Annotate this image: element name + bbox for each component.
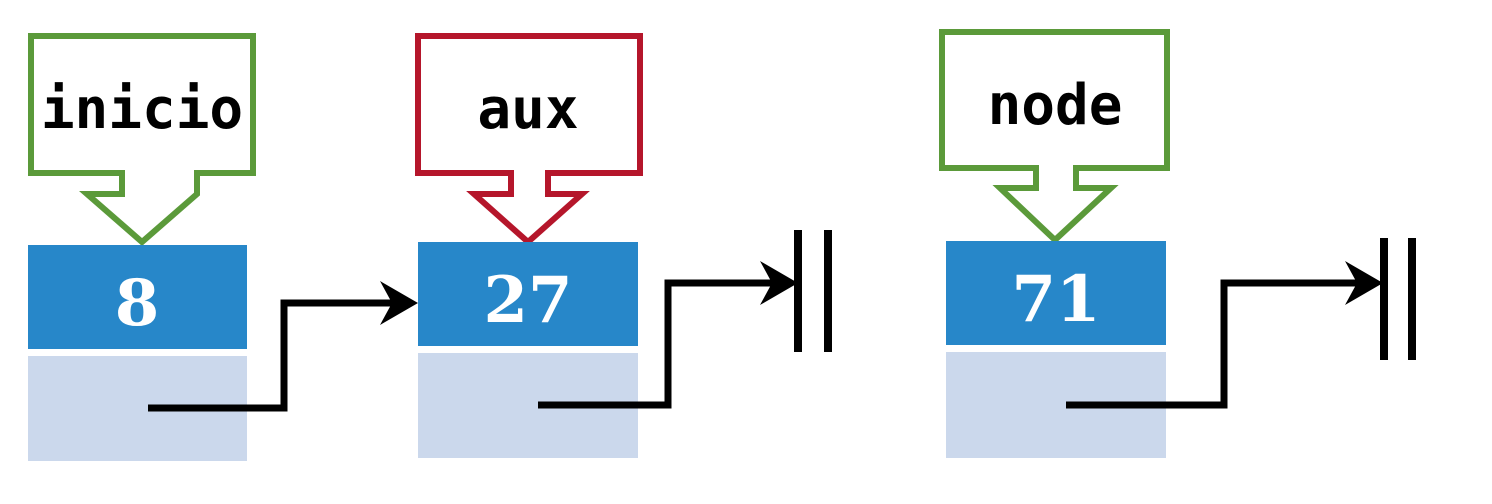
node-value: 71: [1011, 262, 1100, 337]
list-node-3: 71: [946, 241, 1166, 458]
link-arrow-node-3-to-null: [1066, 261, 1383, 409]
node-value: 8: [115, 266, 160, 341]
node-value-cell: [946, 241, 1166, 345]
list-node-1: 8: [28, 245, 247, 461]
pointer-callout-aux: [415, 33, 643, 247]
list-node-2: 27: [418, 242, 638, 458]
pointer-callout-inicio: [28, 33, 256, 246]
pointer-label-aux: aux: [477, 77, 578, 142]
pointer-aux: aux: [415, 33, 643, 247]
node-value: 27: [483, 263, 572, 338]
pointer-inicio: inicio: [28, 33, 256, 246]
pointer-node: node: [939, 29, 1170, 245]
node-value-cell: [418, 242, 638, 346]
null-terminator-icon: [794, 230, 832, 352]
arrowhead-icon: [760, 261, 798, 305]
null-terminator-icon: [1380, 238, 1416, 360]
node-value-cell: [28, 245, 247, 349]
pointer-label-inicio: inicio: [41, 77, 243, 142]
link-arrow-node-1-to-node-2: [148, 281, 418, 412]
arrowhead-icon: [380, 281, 418, 325]
link-arrow-node-2-to-null: [538, 261, 798, 409]
pointer-label-node: node: [988, 73, 1123, 138]
pointer-callout-node: [939, 29, 1170, 245]
arrowhead-icon: [1345, 261, 1383, 305]
